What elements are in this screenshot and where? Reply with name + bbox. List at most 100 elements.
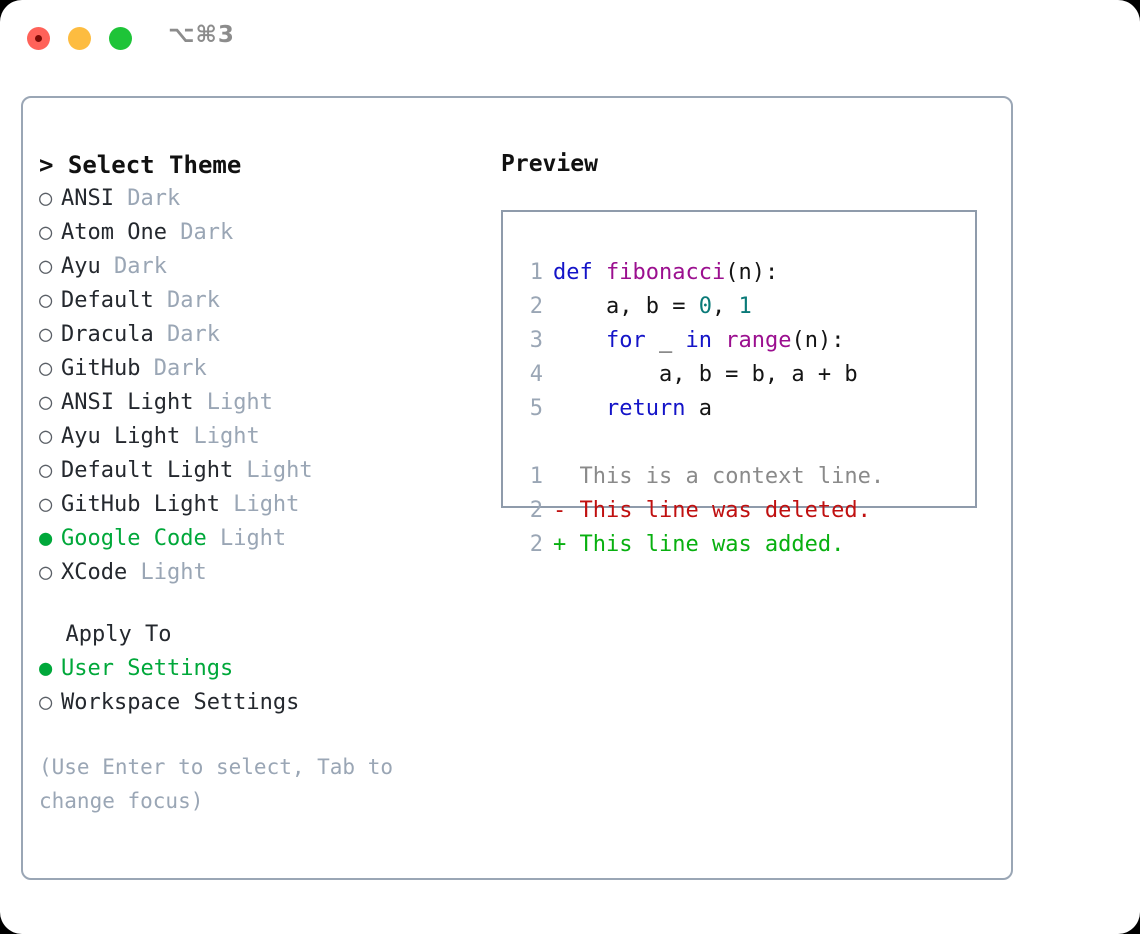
select-theme-header: > Select Theme bbox=[39, 151, 242, 179]
code-token: in bbox=[685, 328, 712, 353]
theme-option-kind: Dark bbox=[153, 322, 220, 347]
radio-unselected-icon: ○ bbox=[39, 690, 53, 715]
theme-picker-dialog: > Select Theme ○ANSI Dark○Atom One Dark○… bbox=[21, 96, 1013, 880]
radio-unselected-icon: ○ bbox=[39, 492, 53, 517]
theme-option-label: Ayu bbox=[61, 254, 101, 279]
theme-option-ayu[interactable]: ○ Ayu Dark bbox=[39, 250, 469, 284]
code-token bbox=[553, 396, 606, 421]
theme-option-label: XCode bbox=[61, 560, 128, 585]
theme-option-default-light[interactable]: ○Default Light Light bbox=[39, 454, 469, 488]
radio-unselected-icon: ○ bbox=[39, 220, 53, 245]
diff-line: 1 This is a context line. bbox=[517, 460, 884, 494]
line-number: 2 bbox=[529, 498, 543, 523]
theme-option-label: Ayu Light bbox=[61, 424, 181, 449]
theme-option-kind: Light bbox=[127, 560, 207, 585]
theme-option-xcode[interactable]: ○XCode Light bbox=[39, 556, 469, 590]
theme-option-label: ANSI bbox=[61, 186, 114, 211]
maximize-window-button[interactable] bbox=[109, 27, 132, 50]
keyboard-hint-text: (Use Enter to select, Tab to change focu… bbox=[39, 755, 394, 813]
code-token bbox=[553, 328, 606, 353]
code-token: a, b = b, a + b bbox=[553, 362, 858, 387]
code-token: 0 bbox=[698, 294, 712, 319]
radio-selected-icon: ● bbox=[39, 656, 53, 681]
close-window-button[interactable] bbox=[27, 27, 50, 50]
code-token: (n): bbox=[725, 260, 779, 285]
theme-option-label: Google Code bbox=[61, 526, 207, 551]
line-number: 2 bbox=[529, 294, 543, 319]
apply-to-option-workspace-settings[interactable]: ○ Workspace Settings bbox=[39, 686, 469, 720]
diff-marker: - bbox=[553, 498, 580, 523]
line-number: 5 bbox=[529, 396, 543, 421]
code-line: 2 a, b = 0, 1 bbox=[517, 290, 884, 324]
diff-marker: + bbox=[553, 532, 580, 557]
theme-option-kind: Dark bbox=[113, 186, 181, 211]
theme-option-kind: Light bbox=[233, 458, 313, 483]
theme-option-label: GitHub Light bbox=[61, 492, 220, 517]
theme-option-github-light[interactable]: ○ GitHub Light Light bbox=[39, 488, 469, 522]
line-number: 4 bbox=[529, 362, 543, 387]
theme-option-label: Default bbox=[61, 288, 154, 313]
code-token: _ bbox=[645, 328, 686, 353]
diff-line: 2- This line was deleted. bbox=[517, 494, 884, 528]
theme-option-kind: Dark bbox=[100, 254, 167, 279]
apply-to-list[interactable]: ● User Settings ○ Workspace Settings bbox=[39, 652, 469, 720]
theme-option-label: Atom One bbox=[61, 220, 167, 245]
theme-option-label: GitHub bbox=[61, 356, 141, 381]
diff-text: This line was added. bbox=[579, 532, 845, 557]
code-token: return bbox=[605, 396, 686, 421]
code-token: fibonacci bbox=[606, 260, 726, 285]
apply-to-header: Apply To bbox=[39, 622, 172, 647]
radio-unselected-icon: ○ bbox=[39, 424, 53, 449]
radio-unselected-icon: ○ bbox=[39, 254, 53, 279]
radio-unselected-icon: ○ bbox=[39, 390, 53, 415]
theme-list[interactable]: ○ANSI Dark○Atom One Dark○Ayu Dark○Defaul… bbox=[39, 182, 469, 590]
theme-option-dracula[interactable]: ○ Dracula Dark bbox=[39, 318, 469, 352]
code-token: , bbox=[711, 294, 739, 319]
theme-option-kind: Dark bbox=[153, 288, 220, 313]
theme-option-kind: Light bbox=[193, 390, 273, 415]
theme-option-atom-one[interactable]: ○ Atom One Dark bbox=[39, 216, 469, 250]
line-number: 1 bbox=[529, 260, 543, 285]
apply-to-option-user-settings[interactable]: ● User Settings bbox=[39, 652, 469, 686]
preview-title: Preview bbox=[501, 151, 598, 177]
code-token: for bbox=[605, 328, 646, 353]
diff-line: 2 + This line was added. bbox=[517, 528, 884, 562]
radio-selected-icon: ● bbox=[39, 526, 53, 551]
theme-option-ansi[interactable]: ○ANSI Dark bbox=[39, 182, 469, 216]
code-line: 3 for _ in range(n): bbox=[517, 324, 884, 358]
code-token bbox=[593, 260, 606, 285]
theme-option-label: ANSI Light bbox=[61, 390, 194, 415]
code-line: 5 return a bbox=[517, 392, 884, 426]
title-bar: ⌥⌘3 bbox=[0, 0, 1140, 78]
theme-option-label: Dracula bbox=[61, 322, 154, 347]
line-number: 3 bbox=[529, 328, 543, 353]
code-token bbox=[712, 328, 725, 353]
apply-to-option-label: User Settings bbox=[61, 656, 234, 681]
theme-option-ayu-light[interactable]: ○ Ayu Light Light bbox=[39, 420, 469, 454]
code-line: 4 a, b = b, a + b bbox=[517, 358, 884, 392]
theme-option-github[interactable]: ○GitHub Dark bbox=[39, 352, 469, 386]
radio-unselected-icon: ○ bbox=[39, 288, 53, 313]
theme-option-ansi-light[interactable]: ○ ANSI Light Light bbox=[39, 386, 469, 420]
radio-unselected-icon: ○ bbox=[39, 322, 53, 347]
radio-unselected-icon: ○ bbox=[39, 458, 53, 483]
line-number: 1 bbox=[529, 464, 543, 489]
code-token: range bbox=[725, 328, 792, 353]
line-number: 2 bbox=[529, 532, 543, 557]
theme-option-default[interactable]: ○ Default Dark bbox=[39, 284, 469, 318]
code-token: a, b = bbox=[553, 294, 699, 319]
code-diff-separator bbox=[517, 426, 884, 460]
diff-text: This line was deleted. bbox=[579, 498, 871, 523]
code-token: (n): bbox=[791, 328, 845, 353]
theme-option-kind: Light bbox=[180, 424, 260, 449]
radio-unselected-icon: ○ bbox=[39, 356, 53, 381]
minimize-window-button[interactable] bbox=[68, 27, 91, 50]
theme-option-google-code[interactable]: ● Google Code Light bbox=[39, 522, 469, 556]
apply-to-option-label: Workspace Settings bbox=[61, 690, 300, 715]
theme-option-kind: Dark bbox=[166, 220, 234, 245]
theme-option-kind: Light bbox=[206, 526, 287, 551]
theme-option-kind: Light bbox=[219, 492, 300, 517]
